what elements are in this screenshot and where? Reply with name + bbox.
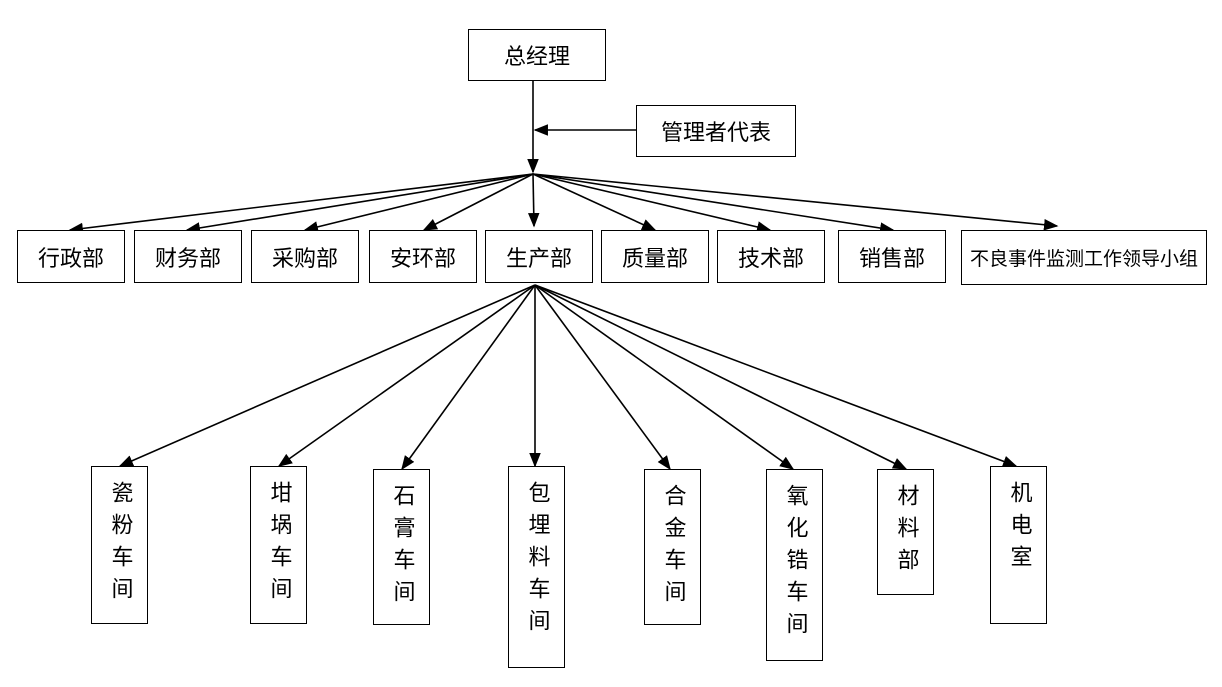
dept-connector-4 [422, 173, 534, 231]
dept-production-box: 生产部 [485, 230, 593, 283]
dept-label: 生产部 [505, 246, 572, 272]
workshop-label: 石膏车间 [389, 484, 415, 612]
workshop-alloy-box: 合金车间 [644, 469, 701, 625]
general-manager-box: 总经理 [468, 29, 606, 81]
dept-safety-env-box: 安环部 [369, 230, 477, 283]
workshop-label: 坩埚车间 [266, 481, 292, 609]
dept-connector-9 [532, 173, 1059, 231]
general-manager-label: 总经理 [503, 45, 570, 70]
dept-connector-6 [532, 173, 657, 231]
dept-label: 安环部 [389, 246, 456, 272]
dept-technical-box: 技术部 [717, 230, 825, 283]
workshop-label: 材料部 [893, 484, 919, 580]
dept-quality-box: 质量部 [601, 230, 709, 283]
workshop-connector-8 [534, 284, 1018, 467]
management-rep-label: 管理者代表 [660, 121, 771, 146]
workshop-gypsum-box: 石膏车间 [373, 469, 430, 625]
dept-label: 行政部 [37, 246, 104, 272]
dept-admin-box: 行政部 [17, 230, 125, 283]
dept-connector-8 [532, 173, 895, 234]
dept-label: 采购部 [271, 246, 338, 272]
dept-label: 不良事件监测工作领导小组 [969, 248, 1198, 270]
workshop-label: 合金车间 [660, 484, 686, 612]
workshop-connector-7 [534, 284, 908, 470]
dept-label: 技术部 [737, 246, 804, 272]
workshop-porcelain-box: 瓷粉车间 [91, 466, 148, 624]
workshop-label: 氧化锆车间 [782, 484, 808, 644]
workshop-electromech-box: 机电室 [990, 466, 1047, 624]
workshop-connector-3 [401, 284, 536, 471]
workshop-crucible-box: 坩埚车间 [250, 466, 307, 624]
workshop-connector-2 [277, 284, 536, 467]
workshop-connector-1 [118, 284, 536, 467]
workshop-connector-5 [534, 284, 671, 471]
dept-adverse-event-group-box: 不良事件监测工作领导小组 [961, 230, 1207, 285]
dept-sales-box: 销售部 [838, 230, 946, 283]
workshop-connector-6 [534, 284, 795, 470]
dept-purchasing-box: 采购部 [251, 230, 359, 283]
dept-connector-7 [532, 173, 772, 233]
dept-finance-box: 财务部 [134, 230, 242, 283]
workshop-investment-box: 包埋料车间 [508, 466, 565, 668]
dept-connector-1 [68, 173, 534, 235]
workshop-materials-box: 材料部 [877, 469, 934, 595]
dept-connector-5 [527, 173, 540, 228]
workshop-zirconia-box: 氧化锆车间 [766, 469, 823, 661]
workshop-label: 机电室 [1006, 481, 1032, 577]
dept-connector-3 [303, 173, 534, 233]
dept-label: 质量部 [621, 246, 688, 272]
workshop-label: 瓷粉车间 [107, 481, 133, 609]
dept-label: 销售部 [858, 246, 925, 272]
dept-label: 财务部 [154, 246, 221, 272]
management-rep-box: 管理者代表 [636, 105, 796, 157]
dept-connector-2 [185, 173, 534, 234]
workshop-label: 包埋料车间 [524, 481, 550, 641]
